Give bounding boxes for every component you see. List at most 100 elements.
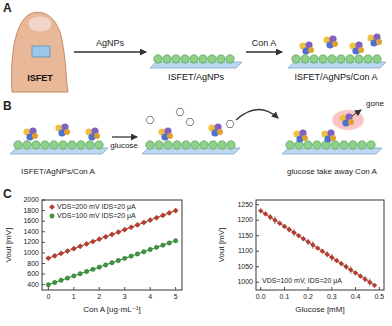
data-point — [53, 280, 57, 284]
plot-frame — [42, 200, 182, 290]
con-a-protein — [348, 119, 354, 125]
data-point — [372, 283, 377, 288]
tick-label: 2000 — [23, 196, 39, 204]
data-point — [71, 246, 76, 251]
silver-nanoparticle — [200, 141, 208, 149]
panel-letter: C — [3, 188, 12, 201]
data-point — [103, 234, 108, 239]
silver-nanoparticle — [199, 55, 207, 63]
tick-label: 0.3 — [327, 293, 337, 301]
stage-illustration: ISFET/AgNPs/Con A — [284, 18, 388, 84]
silver-nanoparticle — [349, 141, 357, 149]
axis-tick — [256, 266, 259, 267]
tick-label: 0.2 — [303, 293, 313, 301]
sensor-chip — [32, 46, 50, 57]
con-a-protein — [308, 47, 314, 53]
data-point — [268, 215, 273, 220]
data-point — [78, 272, 82, 276]
data-point — [135, 222, 140, 227]
axis-title: Vout [mV] — [218, 228, 227, 263]
condition-note: VDS=100 mV, IDS=20 μA — [262, 277, 342, 285]
data-point — [167, 241, 171, 245]
con-a-protein — [332, 41, 338, 47]
axis-tick — [42, 284, 45, 285]
tick-label: 1000 — [237, 278, 253, 286]
silver-nanoparticle — [68, 141, 76, 149]
tick-label: 1600 — [23, 217, 39, 225]
silver-nanoparticle — [358, 141, 366, 149]
stage-label: ISFET/AgNPs — [168, 73, 224, 83]
silver-nanoparticle — [292, 55, 300, 63]
axis-title: Glucose [mM] — [295, 306, 344, 315]
legend-marker — [49, 204, 54, 209]
tick-label: 0 — [46, 293, 50, 301]
axis-tick — [48, 287, 49, 290]
silver-nanoparticle — [331, 141, 339, 149]
silver-nanoparticle — [310, 55, 318, 63]
arrow-label: AgNPs — [94, 39, 126, 49]
tick-label: 400 — [27, 281, 39, 289]
data-point — [123, 256, 127, 260]
silver-nanoparticle — [191, 141, 199, 149]
silver-nanoparticle — [208, 55, 216, 63]
data-point — [306, 239, 311, 244]
silver-nanoparticle — [364, 55, 372, 63]
silver-nanoparticle — [86, 141, 94, 149]
data-point — [97, 237, 102, 242]
data-point — [90, 239, 95, 244]
tick-label: 1200 — [237, 216, 253, 224]
data-point — [367, 280, 372, 285]
data-point — [344, 264, 349, 269]
isfet-substrate — [10, 148, 108, 154]
con-a-protein — [94, 133, 100, 139]
data-point — [91, 267, 95, 271]
tick-label: 1 — [72, 293, 76, 301]
plot-frame — [256, 200, 384, 290]
data-point — [65, 276, 69, 280]
tick-label: 800 — [27, 260, 39, 268]
silver-nanoparticle — [217, 55, 225, 63]
silver-nanoparticle — [373, 55, 381, 63]
isfet-substrate — [142, 148, 240, 154]
data-point — [154, 215, 159, 220]
silver-nanoparticle — [190, 55, 198, 63]
tick-label: 1800 — [23, 207, 39, 215]
tick-label: 0.4 — [351, 293, 361, 301]
isfet-substrate — [288, 62, 386, 68]
silver-nanoparticle — [209, 141, 217, 149]
arrow-label: Con A — [250, 39, 279, 49]
data-point — [348, 267, 353, 272]
con-a-protein — [217, 129, 223, 135]
data-point — [310, 243, 315, 248]
stage-illustration: ISFET — [8, 8, 72, 92]
data-point — [129, 254, 133, 258]
legend-marker — [50, 214, 54, 218]
con-a-protein — [64, 129, 70, 135]
data-point — [78, 244, 83, 249]
data-point — [339, 261, 344, 266]
silver-nanoparticle — [367, 141, 375, 149]
silver-nanoparticle — [50, 141, 58, 149]
axis-tick — [175, 287, 176, 290]
axis-tick — [42, 242, 45, 243]
silver-nanoparticle — [346, 55, 354, 63]
silver-nanoparticle — [77, 141, 85, 149]
data-point — [167, 210, 172, 215]
finger-photo — [12, 12, 68, 92]
data-point — [116, 258, 120, 262]
data-point — [329, 255, 334, 260]
data-point — [296, 233, 301, 238]
tick-label: 2 — [97, 293, 101, 301]
legend-text: VDS=100 mV IDS=20 μA — [57, 212, 136, 220]
data-point — [46, 283, 50, 287]
legend-text: VDS=200 mV IDS=20 μA — [57, 203, 136, 211]
con-a-protein — [376, 39, 382, 45]
axis-title: Vout [mV] — [5, 228, 14, 263]
silver-nanoparticle — [182, 141, 190, 149]
silver-nanoparticle — [41, 141, 49, 149]
con-a-protein — [358, 47, 364, 53]
glucose-molecule — [186, 119, 194, 126]
axis-tick — [256, 204, 259, 205]
